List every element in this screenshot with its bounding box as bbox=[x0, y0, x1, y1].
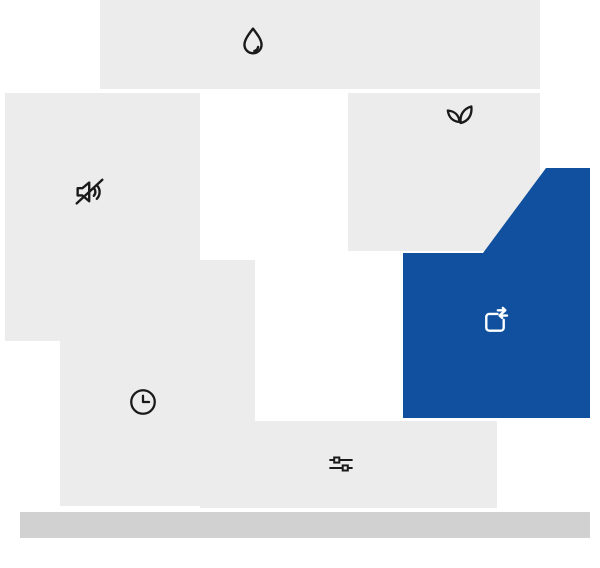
water-drop-icon bbox=[235, 24, 271, 60]
sliders-icon bbox=[324, 447, 358, 481]
leaf-icon bbox=[438, 95, 478, 135]
clock-icon bbox=[126, 385, 160, 419]
speaker-muted-icon bbox=[71, 173, 109, 211]
tile-settings[interactable] bbox=[200, 421, 497, 508]
tap-transfer-icon bbox=[476, 303, 514, 341]
bottom-bar bbox=[20, 512, 590, 538]
tile-water-drop[interactable] bbox=[100, 0, 540, 89]
